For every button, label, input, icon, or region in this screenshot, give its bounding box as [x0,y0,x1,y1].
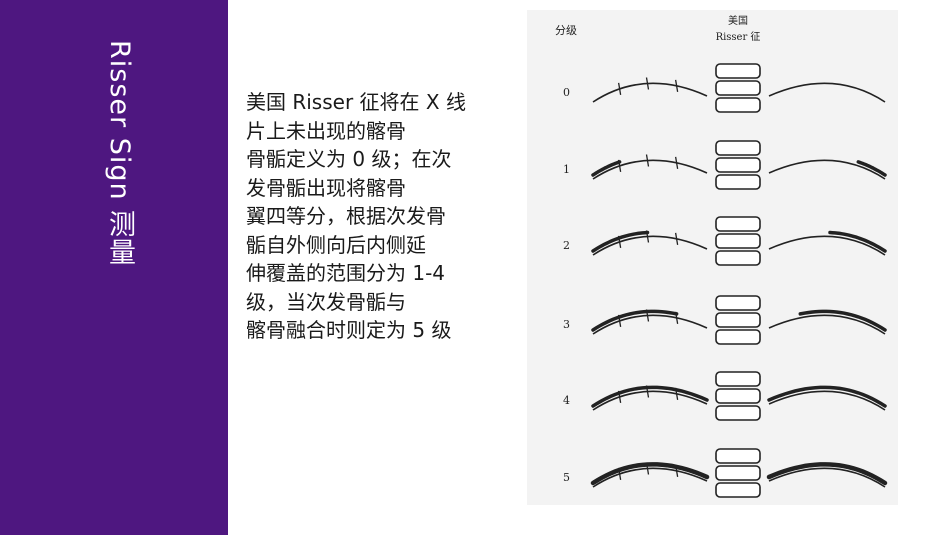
right-apophysis [828,230,887,253]
description-line: 伸覆盖的范围分为 1-4 [246,261,446,285]
right-iliac-crest [768,390,886,411]
slide-title: Risser Sign 测量 [104,40,135,267]
description-line: 片上未出现的髂骨 [246,118,406,143]
vertebra-box [715,63,761,79]
risser-diagram-svg: 分级 美国 Risser 征 0 1 2 3 4 5 [555,14,888,498]
right-iliac-crest [768,159,886,180]
grade-label: 0 [563,86,570,99]
right-iliac-crest [768,314,886,335]
vertebra-box [715,216,761,232]
description-line: 级，当次发骨骺与 [246,289,406,314]
right-iliac-crest [768,235,886,256]
quarter-tick [674,156,679,169]
vertebra-box [715,405,761,421]
vertebra-box [715,174,761,190]
right-iliac-crest [768,467,886,488]
grade-label: 1 [563,163,570,176]
sidebar: Risser Sign 测量 [0,0,228,535]
vertebra-box [715,80,761,96]
left-iliac-crest [592,159,708,180]
vertebra-box [715,482,761,498]
system-header-2: Risser 征 [716,31,761,43]
description-line: 翼四等分，根据次发骨 [246,204,446,228]
left-iliac-crest [592,235,708,256]
system-header-1: 美国 [728,14,748,27]
description-line: 美国 Risser 征将在 X 线 [246,90,466,114]
grade-label: 2 [563,239,570,252]
left-apophysis [591,309,679,332]
vertebra-box [715,97,761,113]
left-apophysis [591,385,709,408]
right-apophysis [766,462,888,486]
quarter-tick [645,154,650,167]
grade-label: 4 [563,394,570,407]
description-line: 发骨骺出现将髂骨 [246,175,406,200]
description-line: 骨骺定义为 0 级；在次 [246,147,452,171]
left-apophysis [591,230,650,253]
right-apophysis [767,385,887,408]
description: 美国 Risser 征将在 X 线 片上未出现的髂骨 骨骺定义为 0 级；在次 … [246,88,492,345]
grade-label: 3 [563,318,570,331]
description-line: 骺自外侧向后内侧延 [246,232,426,257]
left-iliac-crest [592,314,708,335]
quarter-tick [617,82,622,95]
left-iliac-crest [592,82,708,103]
vertebra-box [715,448,761,464]
right-apophysis [856,160,887,177]
vertebra-box [715,140,761,156]
left-apophysis [590,462,710,486]
right-iliac-crest [768,82,886,103]
vertebra-box [715,157,761,173]
vertebra-box [715,233,761,249]
vertebra-box [715,465,761,481]
risser-diagram: 分级 美国 Risser 征 0 1 2 3 4 5 [527,10,898,505]
grade-label: 5 [563,471,570,484]
quarter-tick [674,232,679,245]
description-line: 髂骨融合时则定为 5 级 [246,318,452,342]
quarter-tick [645,77,650,90]
quarter-tick [674,79,679,92]
vertebra-box [715,250,761,266]
right-apophysis [798,309,887,332]
vertebra-box [715,329,761,345]
vertebra-box [715,371,761,387]
grade-header: 分级 [555,24,577,37]
left-apophysis [591,160,622,177]
vertebra-box [715,388,761,404]
vertebra-box [715,295,761,311]
vertebra-box [715,312,761,328]
